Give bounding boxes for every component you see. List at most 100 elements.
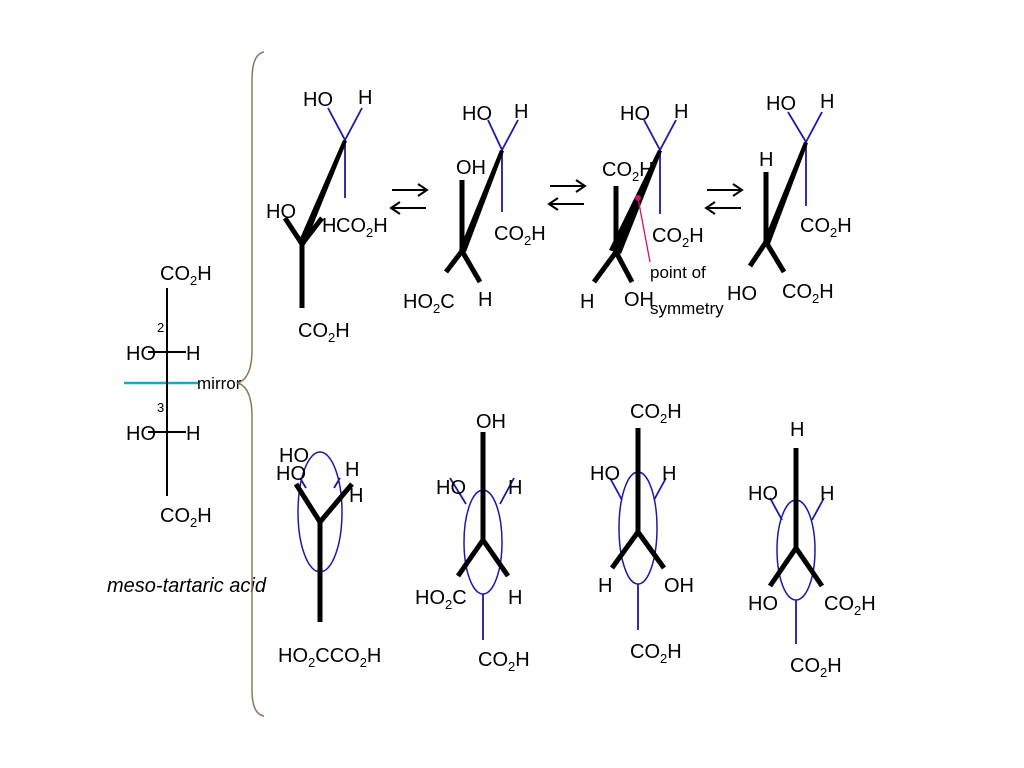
front-bond-left: [767, 546, 799, 588]
front-left-group: HO: [748, 593, 778, 615]
front-left-group: HO2​C: [403, 291, 455, 316]
front-right-group: CO2​H: [782, 281, 834, 306]
back-bond-left: [487, 119, 503, 151]
fischer-bottom-group: CO2​H: [160, 505, 212, 530]
back-bond-left: [787, 111, 807, 143]
front-up-group: H: [759, 149, 773, 171]
front-bond-left: [747, 240, 769, 268]
back-bond-right: [659, 119, 677, 151]
back-bond-right: [811, 497, 825, 521]
front-bond-right: [459, 249, 483, 284]
front-left-group: HO: [266, 201, 296, 223]
front-right-group: H: [349, 485, 363, 507]
back-right-group: H: [514, 101, 528, 123]
newman-projection-2: OH HO H HO2​C H CO2​H: [415, 411, 530, 674]
front-up-group: H: [790, 419, 804, 441]
fischer-c3-left-group: HO: [126, 423, 156, 445]
front-right-group: CO2​H: [824, 593, 876, 618]
front-right-group: H: [508, 587, 522, 609]
fischer-c2-number: 2: [157, 320, 164, 335]
front-bond-right: [613, 250, 635, 284]
front-bond-left: [444, 249, 464, 274]
back-bond-left: [643, 119, 661, 151]
front-right-group: OH: [624, 289, 654, 311]
back-bond-left: [449, 477, 467, 505]
equilibrium-arrows-1: [389, 183, 429, 215]
front-left-group: H: [598, 575, 612, 597]
symmetry-label-line-1: point of: [650, 263, 706, 282]
back-left-group: HO: [279, 445, 309, 467]
back-bond-left: [299, 477, 307, 489]
front-bond-right: [763, 240, 787, 274]
newman-projection-1: HO HO H H HO2​CCO2​H: [276, 445, 381, 670]
front-up-group: OH: [456, 157, 486, 179]
sawhorse-projection-2: HO H CO2​H OH HO2​C H: [403, 101, 546, 316]
front-bond-left: [609, 530, 641, 570]
back-down-group: CO2​H: [800, 215, 852, 240]
fischer-c2-left-group: HO: [126, 343, 156, 365]
back-right-group: H: [345, 459, 359, 481]
front-bond-left: [455, 538, 486, 578]
front-up-group: CO2​H: [602, 159, 654, 184]
front-bond-right: [300, 216, 324, 246]
front-bond-right: [793, 546, 825, 588]
back-bond-right: [805, 111, 823, 143]
mirror-label: mirror: [197, 374, 242, 393]
central-bond-wedge: [609, 150, 662, 254]
front-left-group: HO: [727, 283, 757, 305]
front-left-group: H: [580, 291, 594, 313]
front-bond-left: [282, 216, 305, 246]
fischer-projection: CO2​H 2 HO H mirror 3 HO H CO2​H meso-ta…: [107, 263, 267, 597]
back-down-group: CO2​H: [478, 649, 530, 674]
symmetry-label-line-2: symmetry: [650, 299, 724, 318]
front-right-group: H: [322, 215, 336, 237]
newman-projection-3: CO2​H HO H H OH CO2​H: [590, 401, 694, 666]
front-up-group: OH: [476, 411, 506, 433]
back-down-group: CO2​H: [652, 225, 704, 250]
fischer-c2-right-group: H: [186, 343, 200, 365]
back-bond-right: [653, 477, 667, 501]
back-down-group: CO2​H: [790, 655, 842, 680]
back-right-group: H: [820, 483, 834, 505]
front-up-group: CO2​H: [630, 401, 682, 426]
front-bond-right: [318, 482, 354, 524]
caption-italic-part: meso: [107, 575, 156, 597]
back-left-group: HO: [748, 483, 778, 505]
back-left-group: HO: [462, 103, 492, 125]
central-bond-wedge: [763, 142, 808, 244]
back-bond-right: [333, 477, 341, 489]
fischer-c3-right-group: H: [186, 423, 200, 445]
back-bond-right: [344, 107, 363, 141]
back-left-group: HO: [620, 103, 650, 125]
front-down-group: CO2​H: [298, 320, 350, 345]
back-down-group: CO2​H: [630, 641, 682, 666]
back-bond-left: [609, 477, 623, 501]
central-bond-wedge: [298, 140, 347, 245]
sawhorse-projection-1: HO H CO2​H HO H CO2​H: [266, 87, 388, 345]
back-bond-left: [769, 497, 783, 521]
sawhorse-projection-3: HO H CO2​H CO2​H H OH point of symmetry: [580, 101, 724, 318]
back-bond-right: [501, 119, 519, 151]
newman-row: HO HO H H HO2​CCO2​H OH HO H HO2​C H CO2…: [276, 401, 876, 680]
back-bond-left: [327, 107, 346, 141]
front-bond-right: [635, 530, 667, 570]
back-down-group: CO2​H: [494, 223, 546, 248]
curly-brace: [235, 51, 265, 717]
fischer-caption: meso-tartaric acid: [107, 575, 267, 597]
equilibrium-arrows-3: [704, 183, 744, 215]
front-bond-left: [293, 482, 323, 524]
back-right-group: H: [820, 91, 834, 113]
front-right-group: H: [478, 289, 492, 311]
fischer-c3-number: 3: [157, 400, 164, 415]
front-right-group: OH: [664, 575, 694, 597]
newman-projection-4: H HO H HO CO2​H CO2​H: [748, 419, 876, 680]
symmetry-pointer-line: [637, 197, 651, 263]
fischer-top-group: CO2​H: [160, 263, 212, 288]
back-right-group: H: [508, 477, 522, 499]
front-left-group: HO2​C: [415, 587, 467, 612]
back-down-group: CO2​H: [336, 215, 388, 240]
front-bond-right: [480, 538, 511, 578]
back-bond-right: [499, 477, 515, 505]
equilibrium-arrows-2: [547, 179, 587, 211]
sawhorse-projection-4: HO H CO2​H H HO CO2​H: [727, 91, 852, 306]
